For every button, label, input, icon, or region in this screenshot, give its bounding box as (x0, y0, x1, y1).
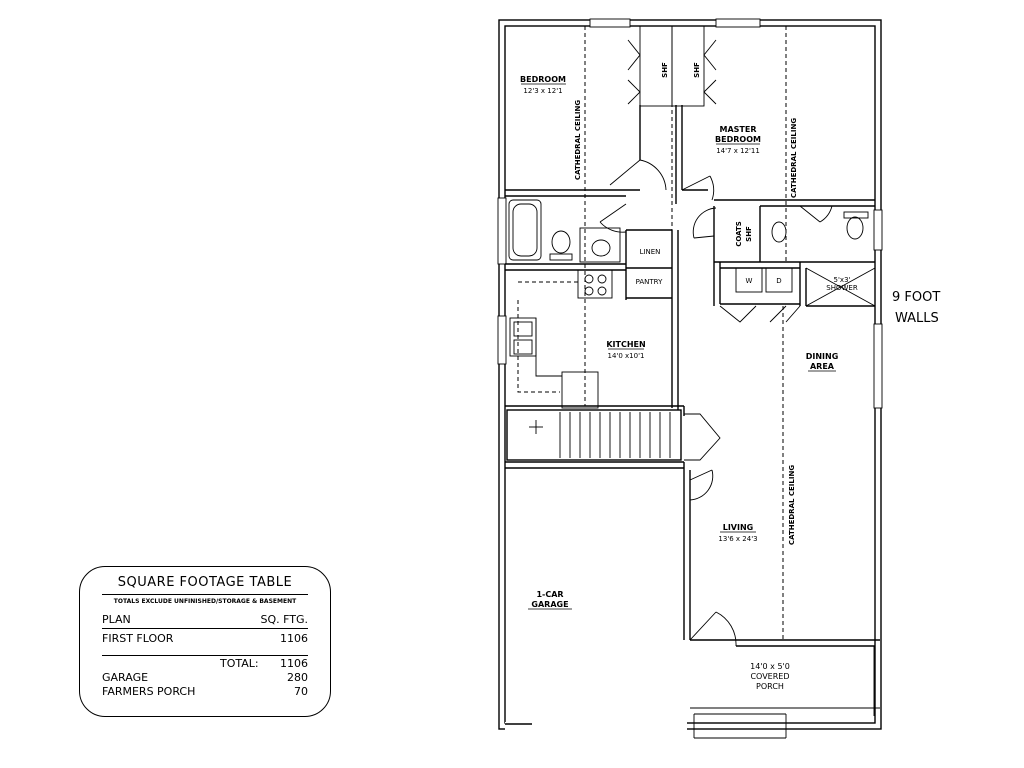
porch-label: FARMERS PORCH (102, 685, 196, 698)
garage-label: GARAGE (102, 671, 149, 684)
sqft-body-divider (102, 655, 308, 656)
bath-fixtures (508, 199, 876, 307)
washer-label: W (746, 277, 753, 285)
bedroom-ceiling-label: CATHEDRAL CEILING (574, 100, 582, 180)
ceiling-labels: CATHEDRAL CEILING CATHEDRAL CEILING CATH… (574, 100, 798, 545)
living-ceiling-label: CATHEDRAL CEILING (788, 465, 796, 545)
total-value: 1106 (280, 657, 308, 670)
coats-shelf-label: SHF (745, 226, 753, 242)
garage-name-1: 1-CAR (536, 590, 563, 599)
wall-note-line-2: WALLS (895, 311, 939, 326)
kitchen-name: KITCHEN (606, 340, 645, 349)
dining-name-2: AREA (810, 362, 835, 371)
room-labels: BEDROOM 12'3 x 12'1 MASTER BEDROOM 14'7 … (520, 62, 858, 691)
shower-line-2: SHOWER (826, 284, 858, 292)
sqft-table-subtitle: TOTALS EXCLUDE UNFINISHED/STORAGE & BASE… (113, 598, 297, 605)
sqft-header-divider (102, 628, 308, 629)
sqft-col-plan: PLAN (102, 613, 131, 626)
porch-value: 70 (294, 685, 308, 698)
doors (599, 25, 833, 647)
kitchen-fixtures (509, 269, 613, 409)
sqft-title-divider (102, 594, 308, 595)
dining-name-1: DINING (806, 352, 839, 361)
interior-walls (505, 105, 880, 739)
closet-shelf-right-label: SHF (693, 62, 701, 78)
sqft-col-sqft: SQ. FTG. (260, 613, 308, 626)
living-name: LIVING (723, 523, 754, 532)
square-footage-table: SQUARE FOOTAGE TABLE TOTALS EXCLUDE UNFI… (79, 566, 331, 717)
garage-name-2: GARAGE (531, 600, 568, 609)
kitchen-dims: 14'0 x10'1 (608, 352, 645, 360)
porch-line-2: COVERED (750, 672, 789, 681)
shower-line-1: 5'x3' (834, 276, 851, 284)
closet-shelf-left-label: SHF (661, 62, 669, 78)
porch-line-1: 14'0 x 5'0 (750, 662, 790, 671)
living-dims: 13'6 x 24'3 (718, 535, 757, 543)
first-floor-value: 1106 (280, 632, 308, 645)
coats-label: COATS (735, 221, 743, 247)
garage-value: 280 (287, 671, 308, 684)
cathedral-ceiling-lines (584, 26, 787, 640)
wall-note-line-1: 9 FOOT (892, 290, 940, 305)
master-name-2: BEDROOM (715, 135, 761, 144)
sqft-table-title: SQUARE FOOTAGE TABLE (117, 575, 293, 590)
master-ceiling-label: CATHEDRAL CEILING (790, 118, 798, 198)
master-dims: 14'7 x 12'11 (716, 147, 760, 155)
pantry-label: PANTRY (636, 278, 663, 286)
master-name-1: MASTER (720, 125, 757, 134)
first-floor-label: FIRST FLOOR (102, 632, 174, 645)
total-label: TOTAL: (220, 657, 259, 670)
stair-treads (529, 412, 721, 461)
bedroom-name: BEDROOM (520, 75, 566, 84)
dryer-label: D (776, 277, 781, 285)
bedroom-dims: 12'3 x 12'1 (523, 87, 562, 95)
linen-label: LINEN (640, 248, 661, 256)
porch-line-3: PORCH (756, 682, 784, 691)
